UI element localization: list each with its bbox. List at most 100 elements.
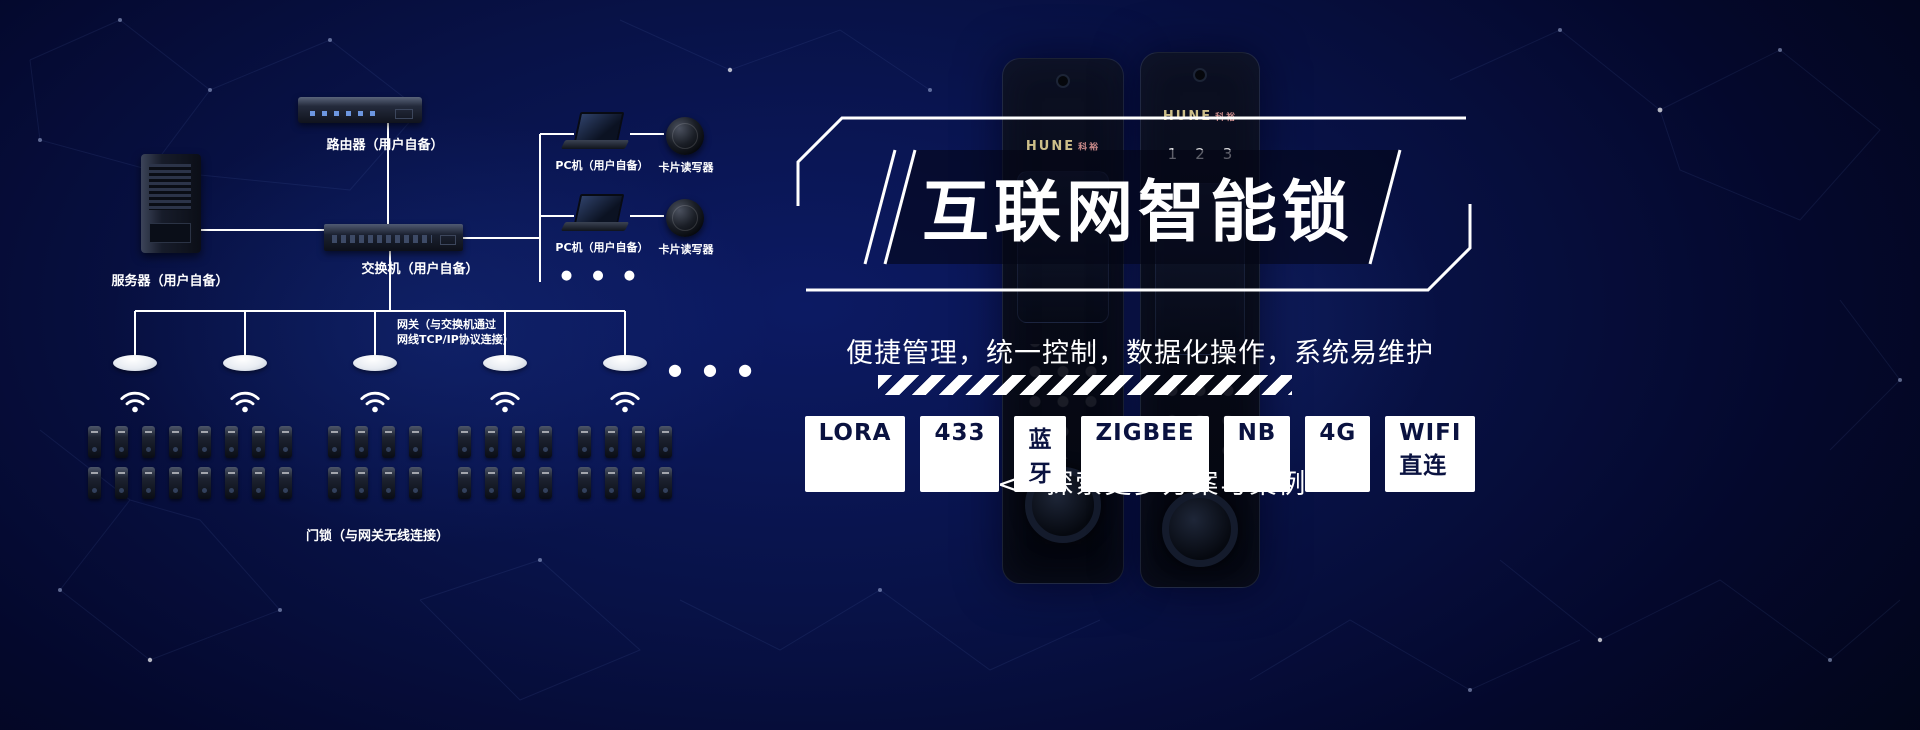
switch-device xyxy=(324,224,463,251)
gateway-note-line2: 网线TCP/IP协议连接） xyxy=(397,333,514,346)
gateway-ellipsis: ● ● ● xyxy=(667,360,761,379)
lock-cluster xyxy=(328,426,422,499)
gateway-note: 网关（与交换机通过 网线TCP/IP协议连接） xyxy=(397,317,514,347)
door-lock-icon xyxy=(382,426,395,458)
door-lock-icon xyxy=(485,467,498,499)
lock-cluster xyxy=(458,426,552,499)
gateway-group xyxy=(198,355,292,499)
door-lock-icon xyxy=(458,426,471,458)
wifi-icon xyxy=(230,391,260,413)
door-lock-icon xyxy=(328,426,341,458)
router-device xyxy=(298,97,422,123)
door-lock-icon xyxy=(198,467,211,499)
door-lock-icon xyxy=(279,467,292,499)
door-lock-icon xyxy=(659,467,672,499)
gateway-group xyxy=(578,355,672,499)
card-reader-label: 卡片读写器 xyxy=(658,161,714,174)
subtitle: 便捷管理，统一控制，数据化操作，系统易维护 xyxy=(846,338,1434,369)
door-lock-icon xyxy=(632,467,645,499)
pc-device xyxy=(560,112,630,154)
protocol-tag: NB xyxy=(1223,416,1291,492)
camera-dot xyxy=(1193,68,1207,82)
lock-handle-ring xyxy=(1162,491,1238,567)
door-lock-icon xyxy=(279,426,292,458)
door-lock-icon xyxy=(578,426,591,458)
door-lock-icon xyxy=(225,467,238,499)
door-lock-icon xyxy=(409,467,422,499)
pc-screen xyxy=(573,112,625,143)
pc-ellipsis: ● ● ● xyxy=(560,268,644,283)
lock-number-keys: 123 xyxy=(1167,145,1251,163)
gateway-group xyxy=(88,355,182,499)
door-lock-icon xyxy=(632,426,645,458)
gateway-dome xyxy=(353,355,397,371)
door-lock-icon xyxy=(198,426,211,458)
door-lock-icon xyxy=(169,467,182,499)
protocol-tag: 4G xyxy=(1305,416,1371,492)
door-lock-icon xyxy=(88,467,101,499)
door-lock-icon xyxy=(605,426,618,458)
pc-base xyxy=(560,222,630,231)
door-lock-icon xyxy=(409,426,422,458)
brand-en: HUNE xyxy=(1162,109,1213,124)
page-title: 互联网智能锁 xyxy=(922,173,1354,251)
pc-base xyxy=(560,140,630,149)
door-lock-icon xyxy=(578,467,591,499)
door-lock-icon xyxy=(115,426,128,458)
lock-cluster xyxy=(578,426,672,499)
door-lock-icon xyxy=(512,426,525,458)
protocol-tag: LORA xyxy=(804,416,906,492)
gateway-dome xyxy=(483,355,527,371)
door-lock-icon xyxy=(485,426,498,458)
gateway-dome xyxy=(223,355,267,371)
router-label: 路由器（用户自备） xyxy=(326,138,444,153)
door-lock-icon xyxy=(355,467,368,499)
pc-label: PC机（用户自备） xyxy=(555,159,649,172)
explore-more-link[interactable]: <<<探索更多方案与案例 xyxy=(972,469,1308,500)
door-lock-icon xyxy=(539,467,552,499)
door-lock-icon xyxy=(252,426,265,458)
gateway-group xyxy=(328,355,422,499)
door-lock-icon xyxy=(539,426,552,458)
gateway-group xyxy=(458,355,552,499)
card-reader-device xyxy=(666,117,704,155)
card-reader-label: 卡片读写器 xyxy=(658,243,714,256)
server-label: 服务器（用户自备） xyxy=(111,274,229,289)
lock-cluster xyxy=(88,426,182,499)
brand-en: HUNE xyxy=(1025,139,1076,154)
brand-cn: 科裕 xyxy=(1215,113,1238,123)
hazard-stripes-divider xyxy=(878,375,1292,395)
door-lock-icon xyxy=(169,426,182,458)
door-lock-icon xyxy=(328,467,341,499)
wifi-icon xyxy=(490,391,520,413)
camera-dot xyxy=(1056,74,1070,88)
door-lock-icon xyxy=(88,426,101,458)
door-locks-label: 门锁（与网关无线连接） xyxy=(305,529,449,544)
door-lock-icon xyxy=(142,426,155,458)
protocol-tag: ZIGBEE xyxy=(1081,416,1209,492)
door-lock-icon xyxy=(659,426,672,458)
door-lock-icon xyxy=(605,467,618,499)
brand-cn: 科裕 xyxy=(1078,143,1101,153)
pc-screen xyxy=(573,194,625,225)
wifi-icon xyxy=(120,391,150,413)
door-lock-icon xyxy=(355,426,368,458)
protocol-tag: 蓝牙 xyxy=(1014,416,1067,492)
door-lock-icon xyxy=(512,467,525,499)
door-lock-icon xyxy=(225,426,238,458)
door-lock-icon xyxy=(458,467,471,499)
gateway-note-line1: 网关（与交换机通过 xyxy=(397,318,496,331)
pc-label: PC机（用户自备） xyxy=(555,241,649,254)
protocol-tag: 433 xyxy=(920,416,1000,492)
server-device xyxy=(141,154,201,253)
lock-cluster xyxy=(198,426,292,499)
door-lock-icon xyxy=(252,467,265,499)
door-lock-icon xyxy=(115,467,128,499)
wifi-icon xyxy=(610,391,640,413)
